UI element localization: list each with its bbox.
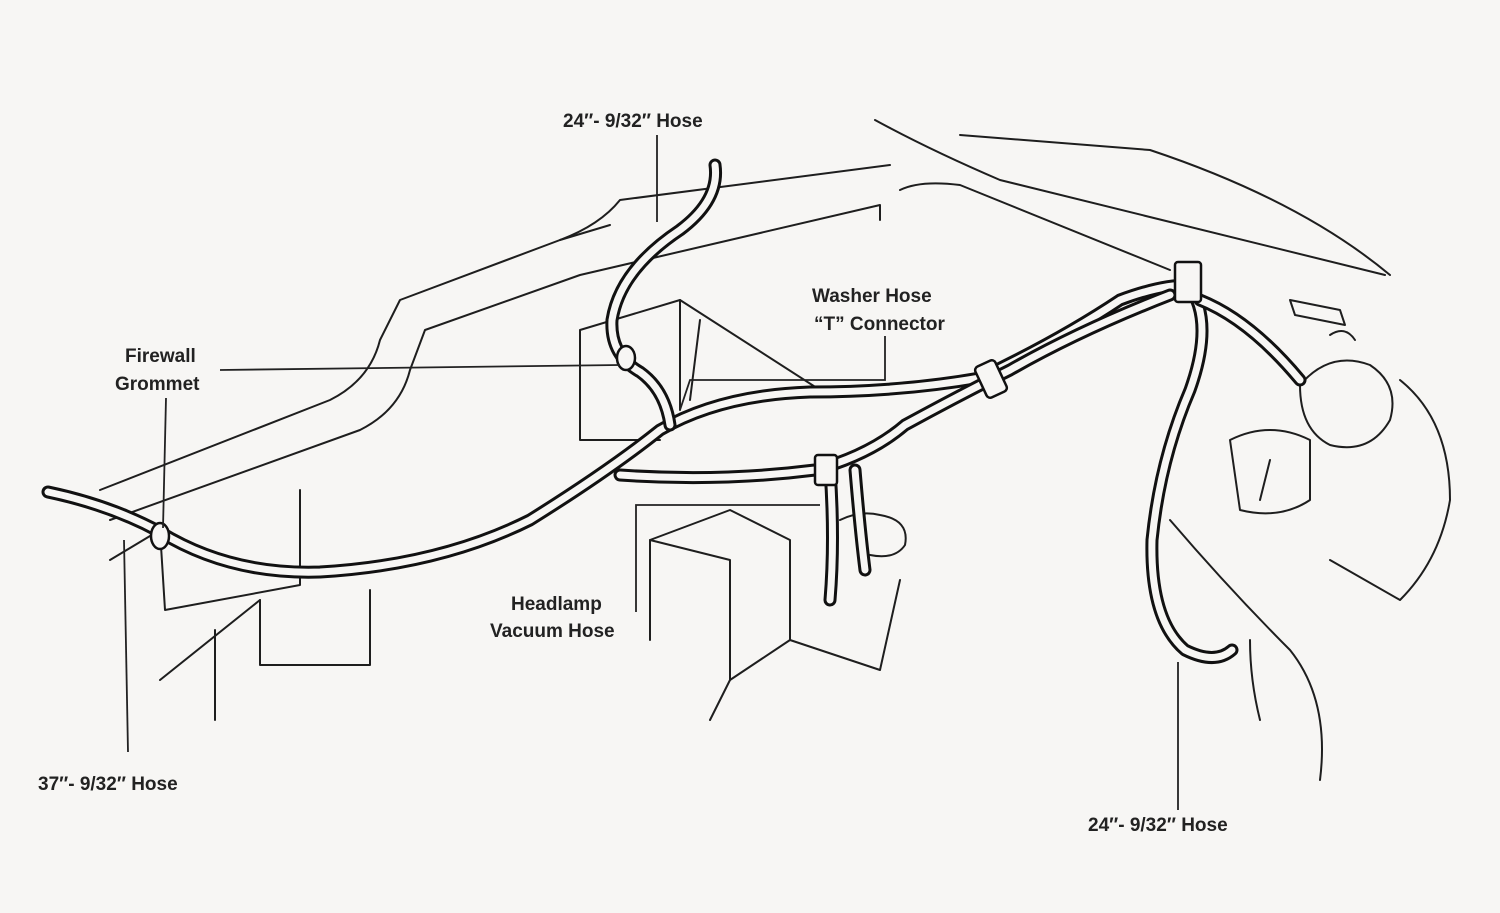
label-t-connector: “T” Connector [814,314,945,335]
hose-24in-top [605,158,723,432]
label-top-hose: 24″- 9/32″ Hose [563,111,703,132]
label-right-hose: 24″- 9/32″ Hose [1088,815,1228,836]
label-vacuum-hose: Vacuum Hose [490,621,615,642]
clips-and-connectors [149,260,1203,551]
hose-clip [973,359,1009,399]
leader-lines [123,135,1179,810]
label-grommet: Grommet [115,374,200,395]
hose-24in-right [1145,278,1239,664]
label-left-hose: 37″- 9/32″ Hose [38,774,178,795]
t-connector [615,344,637,372]
hose-clip [813,453,839,487]
label-firewall: Firewall [125,346,196,367]
hose-clip [1173,260,1203,304]
vehicle-body-outline [99,119,1451,781]
firewall-grommet [149,521,171,551]
label-washer-hose: Washer Hose [812,286,932,307]
label-headlamp: Headlamp [511,594,602,615]
